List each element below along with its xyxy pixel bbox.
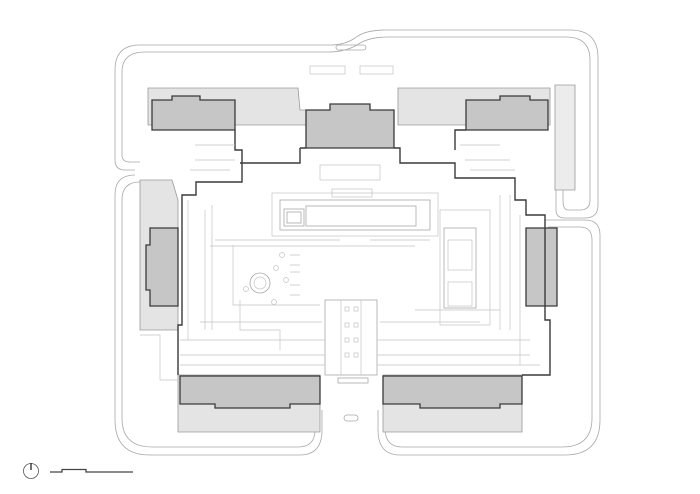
- tower-left: [145, 227, 179, 307]
- top-marker: [335, 44, 367, 51]
- tower-top-center: [305, 103, 395, 149]
- towers: [145, 95, 558, 409]
- tower-bottom-right: [382, 375, 523, 409]
- podium-outline: [177, 129, 551, 376]
- pool: [279, 199, 431, 231]
- scale-bar-icon: [50, 468, 133, 473]
- tower-bottom-left: [179, 375, 321, 409]
- pavilion: [443, 227, 477, 309]
- courtyard: [140, 144, 540, 384]
- north-arrow-icon: [23, 463, 39, 479]
- tower-top-right: [465, 95, 549, 131]
- bottom-marker: [343, 414, 359, 422]
- tower-right: [525, 227, 558, 307]
- entrance-plaza: [324, 299, 378, 376]
- site-boundary-road: [114, 29, 601, 456]
- tower-top-left: [151, 95, 236, 131]
